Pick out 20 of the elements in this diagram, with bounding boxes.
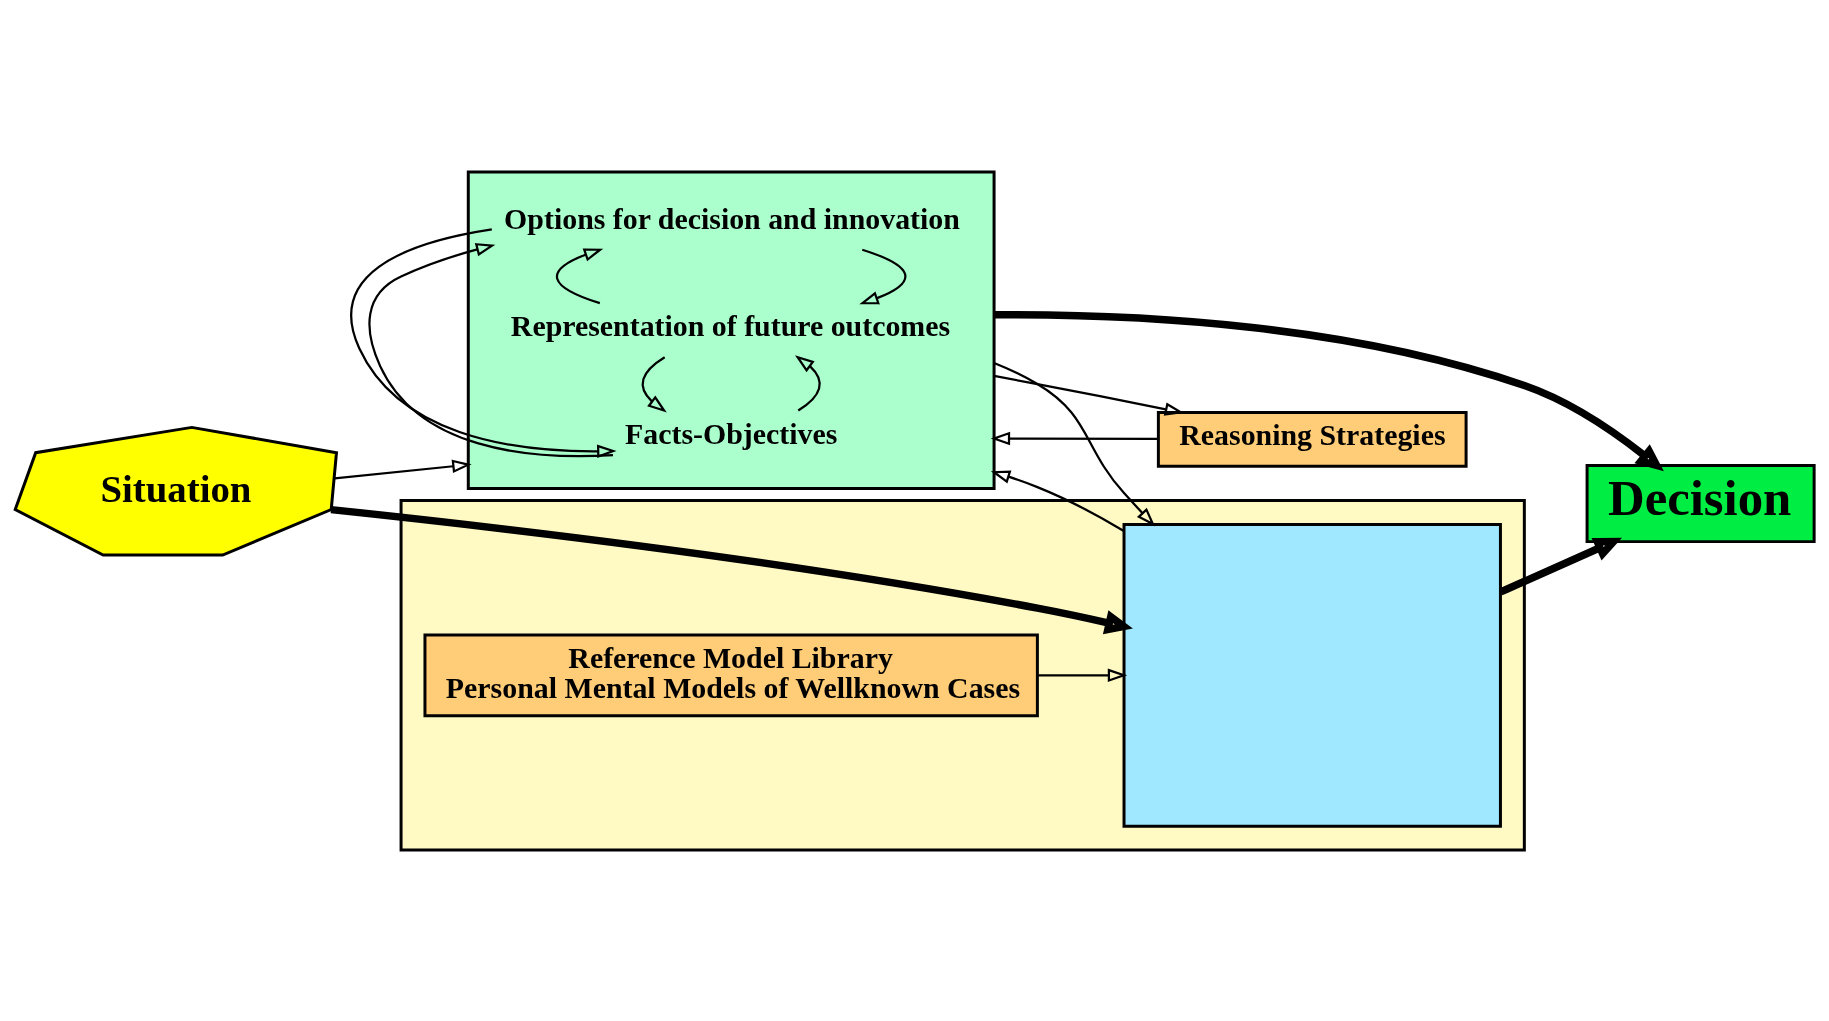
node-box (1122, 522, 1502, 828)
cluster (399, 498, 1526, 852)
cluster (466, 169, 996, 490)
node-text: Facts-Objectives (625, 416, 838, 450)
node-box: Decision (1585, 463, 1816, 543)
arrow (330, 505, 1133, 634)
arrow (641, 355, 667, 413)
arrow (993, 361, 1156, 527)
arrow (990, 431, 1159, 445)
node-text: Representation of future outcomes (510, 308, 951, 342)
arrow (1499, 537, 1623, 595)
arrow (859, 248, 907, 304)
arrow (794, 354, 821, 411)
node-text: Options for decision and innovation (504, 201, 960, 235)
arrow (1037, 668, 1128, 682)
arrow (556, 248, 604, 304)
arrow (990, 469, 1125, 532)
node-box: Reasoning Strategies (1156, 410, 1468, 468)
node-box: Reference Model Library Personal Mental Models of Wellknown Cases (423, 633, 1039, 717)
arrow (334, 459, 472, 480)
